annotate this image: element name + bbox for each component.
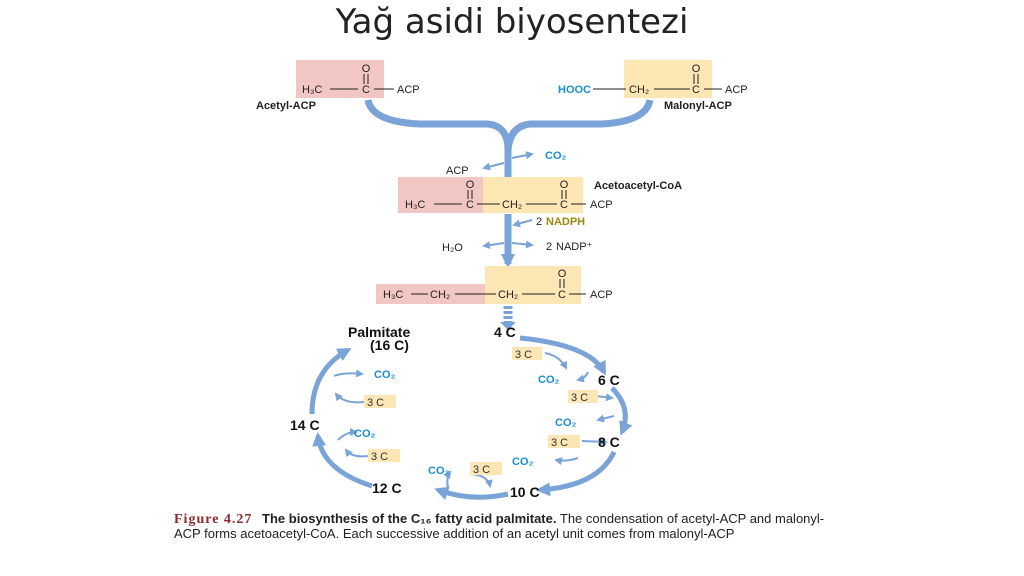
out-arrow-2 — [596, 414, 615, 423]
add-box-3 — [548, 435, 580, 448]
out-arrow-3 — [554, 457, 579, 466]
malonyl-carbonyl-c: C — [692, 84, 700, 96]
acetyl-acp-group: ACP — [397, 84, 420, 96]
butyryl-ch2b: CH₂ — [498, 289, 518, 301]
butyryl-molecule: O H₃C CH₂ CH₂ C ACP — [376, 266, 613, 304]
in-arrow-3 — [581, 437, 608, 446]
cycle-arrow-12-14 — [312, 432, 373, 489]
out-arrow-5 — [337, 428, 358, 441]
merge-arrow-right — [504, 99, 654, 151]
nadp-label: NADP⁺ — [556, 241, 593, 253]
malonyl-oxygen: O — [692, 63, 701, 75]
step-14c: 14 C — [290, 417, 320, 433]
acetyl-carbonyl-c: C — [362, 84, 370, 96]
in-arrow-6 — [334, 392, 365, 404]
acetoacetyl-c1: C — [466, 199, 474, 211]
caption-text: The condensation of acetyl-ACP and malon… — [174, 511, 825, 541]
butyryl-yellow — [485, 266, 581, 304]
malonyl-acp-group: ACP — [725, 84, 748, 96]
co2-out-arrow — [511, 151, 534, 160]
palmitate-sub: (16 C) — [370, 337, 409, 353]
malonyl-hooc: HOOC — [558, 84, 591, 96]
figure-caption: Figure 4.27 The biosynthesis of the C₁₆ … — [174, 512, 834, 541]
acetoacetyl-o1: O — [466, 179, 475, 191]
acp-out-label: ACP — [446, 165, 469, 177]
step-8c: 8 C — [598, 434, 620, 450]
add-label-1: 3 C — [515, 349, 532, 361]
h2o-label: H₂O — [442, 242, 463, 254]
butyryl-o: O — [558, 268, 567, 280]
acetyl-oxygen: O — [362, 63, 371, 75]
malonyl-ch2: CH₂ — [629, 84, 649, 96]
co2-label-5: CO₂ — [354, 428, 376, 440]
slide-title: Yağ asidi biyosentezi — [335, 2, 689, 42]
acetoacetyl-name: Acetoacetyl-CoA — [594, 180, 682, 192]
step-4c: 4 C — [494, 324, 516, 340]
acetoacetyl-ch2: CH₂ — [502, 199, 522, 211]
add-box-5 — [368, 449, 400, 462]
merge-arrow-left — [364, 99, 512, 151]
triple-arrow — [500, 306, 516, 330]
cycle-arrow-8-10 — [536, 450, 617, 497]
acetoacetyl-acp: ACP — [590, 199, 613, 211]
butyryl-pink — [376, 284, 485, 304]
butyryl-c: C — [558, 289, 566, 301]
co2-label-4: CO₂ — [428, 465, 450, 477]
caption-lead: The biosynthesis of the C₁₆ fatty acid p… — [262, 511, 557, 526]
add-label-3: 3 C — [551, 437, 568, 449]
co2-label-6: CO₂ — [374, 369, 396, 381]
in-arrow-2 — [595, 393, 614, 402]
in-arrow-5 — [344, 448, 369, 458]
figure-label: Figure 4.27 — [174, 512, 253, 527]
butyryl-ch2a: CH₂ — [430, 289, 450, 301]
cycle-arrow-4-6 — [519, 335, 607, 376]
step-10c: 10 C — [510, 484, 540, 500]
malonyl-acp-name: Malonyl-ACP — [664, 100, 732, 112]
co2-label-3: CO₂ — [512, 456, 534, 468]
co2-label-1: CO₂ — [538, 374, 560, 386]
acetoacetyl-pink — [398, 177, 483, 213]
h2o-arrow — [482, 241, 505, 250]
acetoacetyl-o2: O — [560, 179, 569, 191]
step-6c: 6 C — [598, 372, 620, 388]
step-12c: 12 C — [372, 480, 402, 496]
malonyl-acp-highlight — [624, 60, 712, 98]
nadp-arrow — [511, 240, 534, 249]
acetoacetyl-c2: C — [560, 199, 568, 211]
add-box-4 — [470, 462, 502, 475]
acetoacetyl-molecule: O O H₃C C CH₂ C ACP Acetoacetyl-CoA — [398, 177, 682, 213]
co2-label-2: CO₂ — [555, 417, 577, 429]
out-arrow-6 — [333, 369, 364, 378]
butyryl-h3c: H₃C — [383, 289, 403, 301]
add-box-6 — [364, 395, 396, 408]
out-arrow-4 — [443, 470, 452, 489]
acetyl-acp-highlight — [296, 60, 384, 98]
add-label-6: 3 C — [367, 397, 384, 409]
cycle-arrow-14-16 — [309, 347, 352, 415]
acp-out-arrow — [482, 162, 505, 171]
co2-out-label: CO₂ — [545, 150, 567, 162]
nadph-label: NADPH — [546, 216, 585, 228]
in-arrow-1 — [544, 352, 567, 370]
nadp-count: 2 — [546, 241, 552, 253]
add-label-4: 3 C — [473, 464, 490, 476]
add-label-2: 3 C — [571, 392, 588, 404]
add-label-5: 3 C — [371, 451, 388, 463]
acetoacetyl-h3c: H₃C — [405, 199, 425, 211]
butyryl-acp: ACP — [590, 289, 613, 301]
acetyl-acp-name: Acetyl-ACP — [256, 100, 316, 112]
nadph-count: 2 — [536, 216, 542, 228]
cycle-arrow-6-8 — [610, 386, 633, 436]
add-box-2 — [568, 390, 598, 403]
palmitate-label: Palmitate — [348, 324, 410, 340]
out-arrow-1 — [576, 371, 589, 383]
cycle-arrow-10-12 — [434, 486, 509, 500]
acetyl-acp-molecule: O H₃C C ACP Acetyl-ACP — [256, 60, 420, 112]
add-box-1 — [512, 347, 542, 360]
nadph-arrow — [512, 219, 533, 228]
acetyl-h3c: H₃C — [302, 84, 322, 96]
malonyl-acp-molecule: HOOC CH₂ O C ACP Malonyl-ACP — [558, 60, 748, 112]
